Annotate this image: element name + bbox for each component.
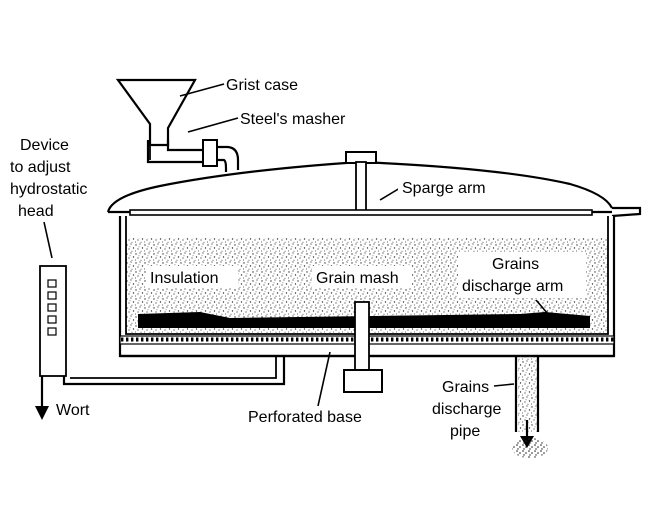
perforated-base-label: Perforated base bbox=[248, 409, 362, 426]
device-hole bbox=[47, 315, 57, 324]
steels-masher bbox=[146, 139, 240, 172]
device-holes bbox=[47, 279, 57, 336]
steels-masher-label: Steel's masher bbox=[240, 111, 346, 128]
grains-discharge-pipe-label-line3: pipe bbox=[450, 423, 480, 440]
grains-discharge-arm-label-line2: discharge arm bbox=[462, 278, 563, 295]
grist-case-label: Grist case bbox=[226, 77, 298, 94]
device-label-line3: hydrostatic bbox=[10, 181, 87, 198]
hydrostatic-device bbox=[35, 265, 286, 420]
device-hole bbox=[47, 303, 57, 312]
grains-discharge-arm-label-line1: Grains bbox=[492, 256, 539, 273]
wort-label: Wort bbox=[56, 402, 90, 419]
grist-case bbox=[115, 78, 197, 160]
device-hole bbox=[47, 327, 57, 336]
insulation-label: Insulation bbox=[150, 270, 219, 287]
sparge-arm bbox=[129, 209, 593, 227]
central-shaft bbox=[343, 301, 383, 393]
device-label-line2: to adjust bbox=[10, 159, 71, 176]
grains-discharge-pipe bbox=[512, 356, 548, 458]
grain-mash-label: Grain mash bbox=[316, 270, 399, 287]
device-hole bbox=[47, 291, 57, 300]
sparge-arm-label: Sparge arm bbox=[402, 180, 486, 197]
leader-lines bbox=[43, 83, 549, 407]
device-hole bbox=[47, 279, 57, 288]
device-label-line1: Device bbox=[20, 137, 69, 154]
grains-discharge-pipe-label-line1: Grains bbox=[442, 379, 489, 396]
grains-discharge-pipe-label-line2: discharge bbox=[432, 401, 501, 418]
device-label-line4: head bbox=[18, 203, 54, 220]
